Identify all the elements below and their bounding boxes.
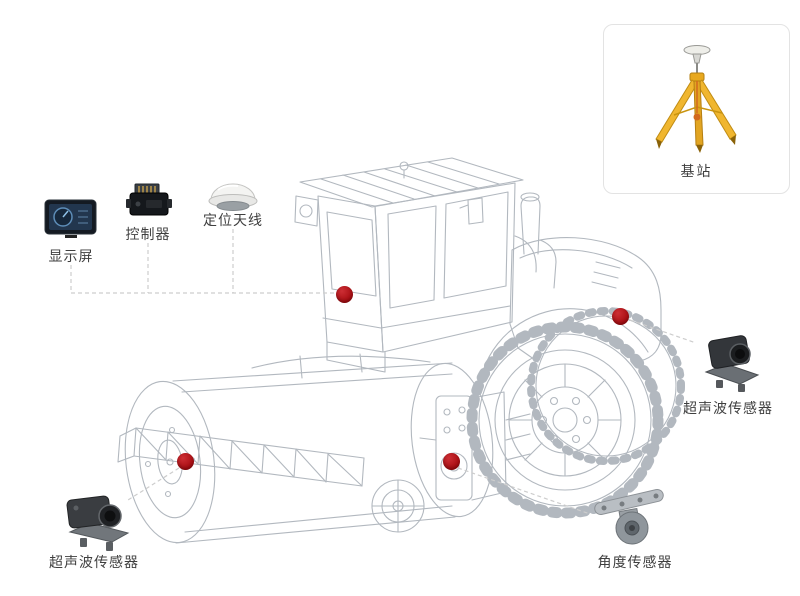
ultrasonic-right-image — [704, 335, 760, 392]
antenna-image — [208, 183, 258, 211]
exhaust-pipe — [520, 192, 557, 289]
ultrasonic-right-label: 超声波传感器 — [683, 400, 773, 416]
ultrasonic-right-device — [698, 330, 766, 399]
drum-marker — [177, 453, 194, 470]
antenna-device — [204, 178, 262, 219]
angle-sensor-device — [586, 486, 670, 555]
controller-device — [126, 180, 172, 227]
base-station-card: 基站 — [603, 24, 790, 194]
angle-sensor-image — [594, 488, 664, 545]
connector-lines — [70, 229, 697, 515]
connector-angle — [457, 467, 591, 515]
display-device — [44, 197, 98, 246]
drum-truss-bar — [117, 427, 365, 487]
display-image — [44, 199, 97, 238]
controller-label: 控制器 — [125, 226, 171, 242]
ultrasonic-left-device — [60, 490, 134, 557]
display-label: 显示屏 — [48, 248, 94, 264]
engine-marker — [612, 308, 629, 325]
connector-ultrasonic-left — [127, 467, 180, 501]
angle-sensor-label: 角度传感器 — [597, 554, 673, 570]
controller-image — [126, 183, 172, 216]
antenna-label: 定位天线 — [203, 212, 263, 228]
ultrasonic-left-image — [66, 495, 130, 551]
frame-marker — [443, 453, 460, 470]
connector-ultrasonic-right — [629, 319, 697, 344]
base-station-label: 基站 — [680, 163, 713, 179]
cab — [294, 157, 524, 373]
base-station-tripod-image — [654, 45, 737, 153]
cab-marker — [336, 286, 353, 303]
ultrasonic-left-label: 超声波传感器 — [49, 554, 139, 570]
